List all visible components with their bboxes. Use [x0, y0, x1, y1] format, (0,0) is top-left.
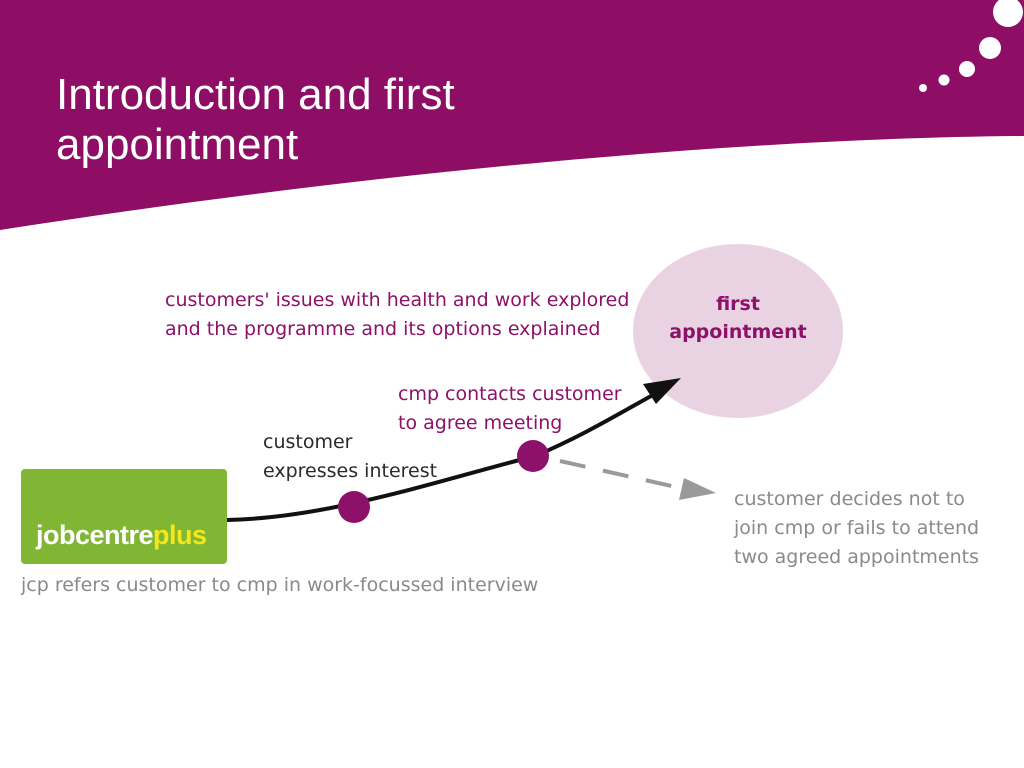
declines-line2: join cmp or fails to attend [734, 517, 980, 539]
journey-arrowhead [643, 378, 681, 404]
explored-note: customers' issues with health and work e… [165, 286, 629, 344]
jobcentreplus-logo-text: jobcentreplus [36, 520, 207, 551]
first-appointment-line1: first [716, 293, 760, 315]
declines-line1: customer decides not to [734, 488, 965, 510]
explored-note-line1: customers' issues with health and work e… [165, 289, 630, 311]
explored-note-line2: and the programme and its options explai… [165, 318, 601, 340]
cmp-contacts-label: cmp contacts customer to agree meeting [398, 380, 622, 438]
first-appointment-line2: appointment [669, 321, 807, 343]
logo-text-plus: plus [153, 520, 207, 550]
decorative-dot [919, 84, 927, 92]
decorative-dot [938, 74, 950, 86]
milestone-dot-cmp-contacts [517, 440, 549, 472]
decorative-dot [959, 61, 975, 77]
jcp-refers-label: jcp refers customer to cmp in work-focus… [21, 574, 539, 596]
header-band [0, 0, 1024, 230]
decline-dashed-line [559, 459, 677, 489]
first-appointment-circle [633, 244, 843, 418]
cmp-contacts-line1: cmp contacts customer [398, 383, 622, 405]
slide-title-line1: Introduction and first [56, 70, 455, 119]
jobcentreplus-logo [21, 469, 227, 564]
expresses-interest-line1: customer [263, 431, 353, 453]
first-appointment-label: first appointment [648, 290, 828, 346]
logo-text-jobcentre: jobcentre [36, 520, 154, 550]
declines-line3: two agreed appointments [734, 546, 979, 568]
decorative-dot [979, 37, 1001, 59]
milestone-dot-expresses-interest [338, 491, 370, 523]
journey-curve [226, 388, 663, 522]
expresses-interest-line2: expresses interest [263, 460, 438, 482]
decline-arrowhead [679, 478, 716, 500]
decorative-dot [993, 0, 1023, 27]
slide-title-line2: appointment [56, 120, 299, 169]
declines-label: customer decides not to join cmp or fail… [734, 485, 979, 572]
cmp-contacts-line2: to agree meeting [398, 412, 563, 434]
expresses-interest-label: customer expresses interest [263, 428, 437, 486]
slide-title: Introduction and first appointment [56, 70, 576, 170]
